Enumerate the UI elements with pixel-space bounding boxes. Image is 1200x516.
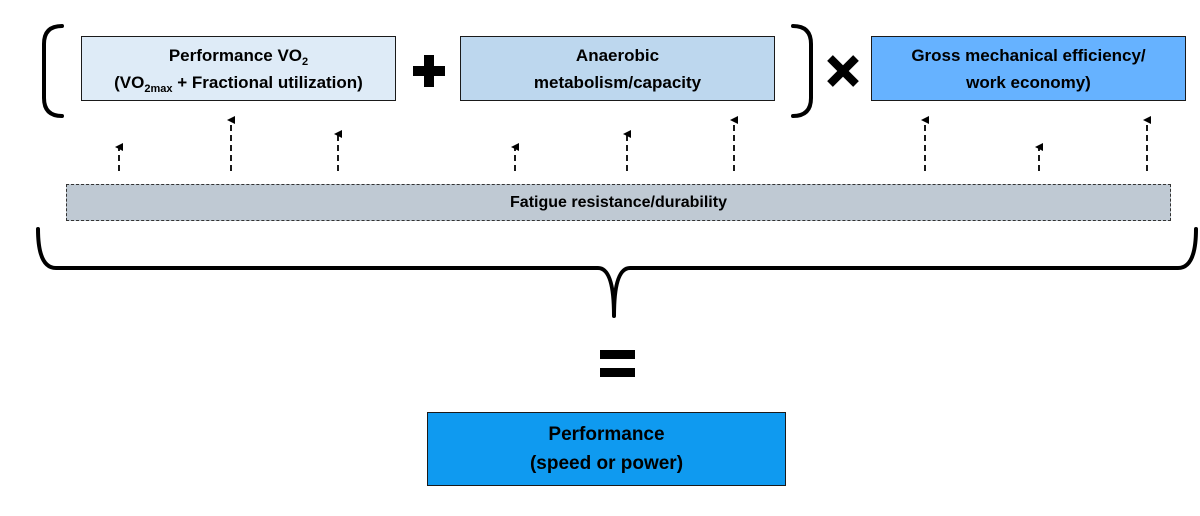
performance-line2: (speed or power)	[529, 453, 684, 474]
vo2max-subscript: 2max	[144, 82, 173, 95]
performance-vo2-title: Performance VO2	[169, 42, 308, 69]
vo2max-fractional-line: (VO2max + Fractional utilization)	[114, 69, 363, 96]
anaerobic-capacity-box: Anaerobic metabolism/capacity	[460, 36, 775, 101]
performance-line1: Performance	[548, 424, 665, 445]
vo2-subscript: 2	[302, 55, 309, 68]
fatigue-resistance-box: Fatigue resistance/durability	[66, 184, 1171, 221]
performance-vo2-box: Performance VO2 (VO2max + Fractional uti…	[81, 36, 396, 101]
under-brace	[36, 227, 1198, 318]
vo2max-open-text: (VO	[114, 72, 145, 92]
multiply-icon	[827, 55, 859, 87]
right-parenthesis	[791, 24, 813, 118]
fatigue-label: Fatigue resistance/durability	[510, 194, 727, 211]
efficiency-line1: Gross mechanical efficiency/	[911, 45, 1146, 65]
equals-icon	[600, 350, 635, 377]
performance-vo2-title-text: Performance VO	[168, 45, 303, 65]
efficiency-line2: work economy)	[966, 72, 1091, 92]
mechanical-efficiency-box: Gross mechanical efficiency/ work econom…	[871, 36, 1186, 101]
left-parenthesis	[42, 24, 64, 118]
anaerobic-line2: metabolism/capacity	[533, 72, 702, 92]
anaerobic-line1: Anaerobic	[575, 45, 660, 65]
dashed-arrows	[115, 116, 1151, 171]
performance-result-box: Performance (speed or power)	[427, 412, 786, 486]
plus-icon	[413, 55, 445, 87]
fractional-utilization-text: + Fractional utilization)	[172, 72, 363, 92]
